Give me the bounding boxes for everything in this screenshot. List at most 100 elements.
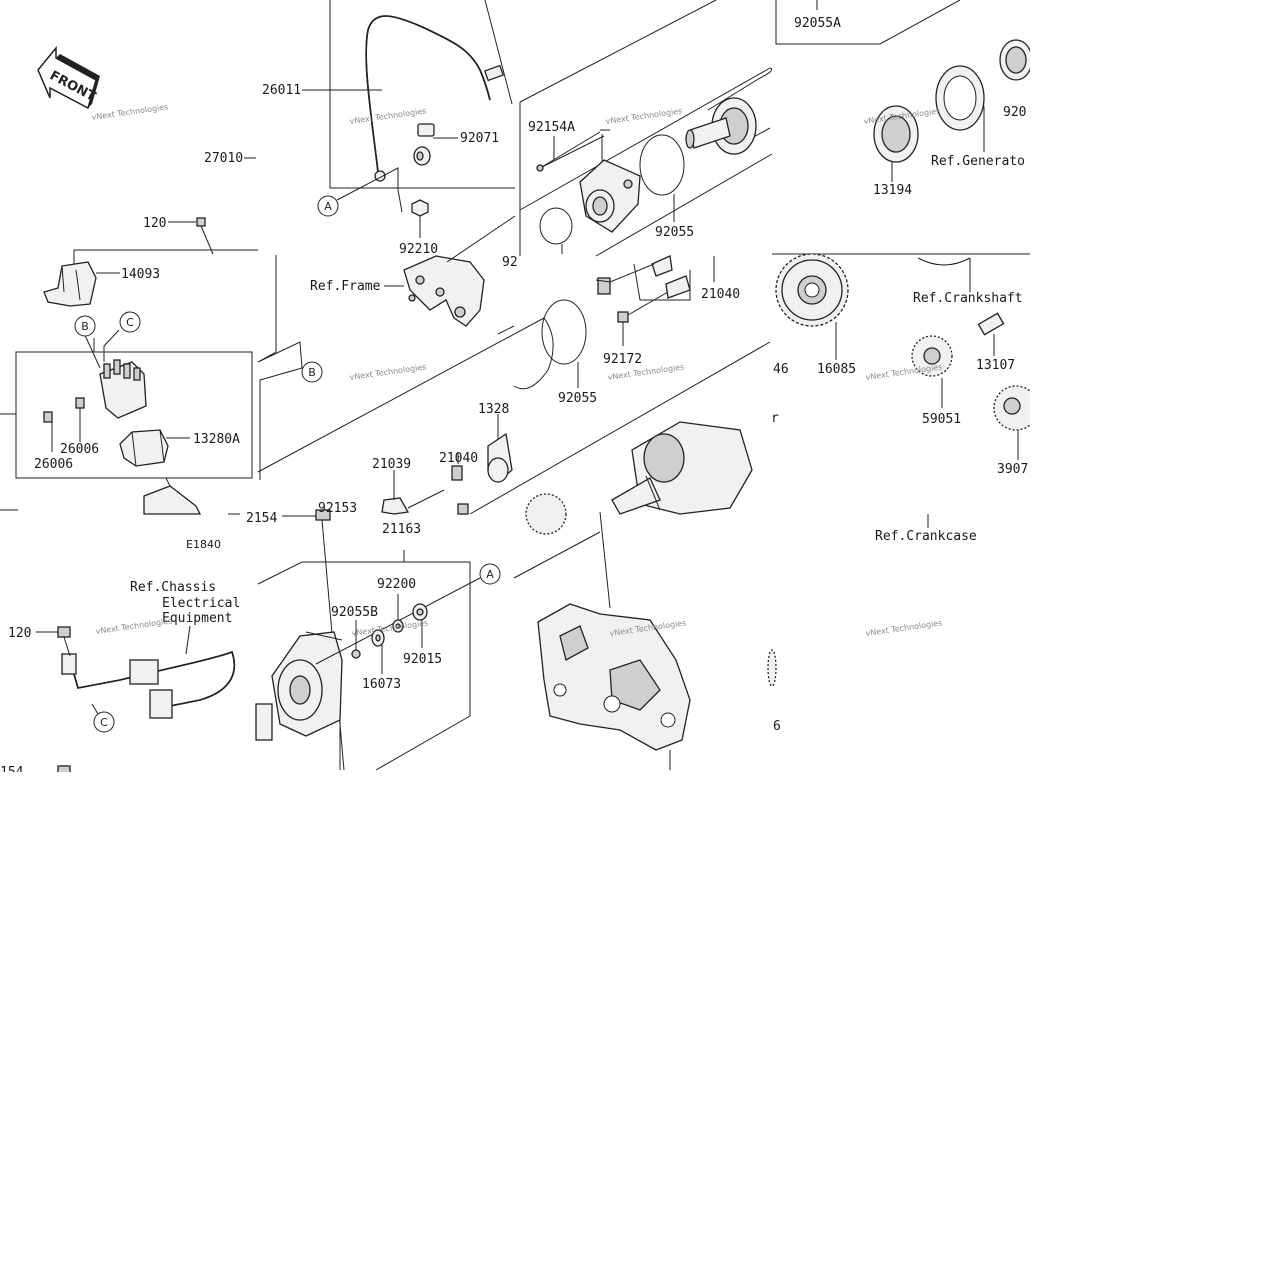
wiring-harness-icon <box>61 650 236 719</box>
callout-a: A <box>317 195 339 217</box>
starter-end-cover-icon <box>579 159 641 233</box>
part-label: 27010 <box>204 151 243 166</box>
watermark: vNext Technologies <box>865 618 943 638</box>
callout-a-label: A <box>324 200 332 213</box>
part-label: 920 <box>1003 105 1026 120</box>
part-label: 16073 <box>362 677 401 692</box>
starter-motor-icon <box>685 97 757 155</box>
part-label: 26011 <box>262 83 301 98</box>
ref-label: Ref.Frame <box>310 279 381 294</box>
part-label: 6 <box>773 719 781 734</box>
starter-idle-gear-icon <box>775 253 849 327</box>
part-label: 92015 <box>403 652 442 667</box>
part-label: 26006 <box>34 457 73 472</box>
part-label: 21039 <box>372 457 411 472</box>
ref-label: Ref.Generato <box>931 154 1025 169</box>
watermark: vNext Technologies <box>349 106 427 126</box>
idle-gear-small-icon <box>911 335 953 377</box>
watermark: vNext Technologies <box>95 616 173 636</box>
o-ring-icon <box>539 207 573 245</box>
watermark: vNext Technologies <box>351 618 429 638</box>
part-label: 92172 <box>603 352 642 367</box>
callout-a-label: A <box>486 568 494 581</box>
crankcase-icon <box>537 603 691 751</box>
part-label: 92071 <box>460 131 499 146</box>
screw-icon <box>315 509 331 521</box>
washer-icon <box>351 649 361 659</box>
watermark: vNext Technologies <box>349 362 427 382</box>
part-label: 3907 <box>997 462 1028 477</box>
ref-label: r <box>771 411 779 426</box>
part-label: 92154A <box>528 120 575 135</box>
part-label: 16085 <box>817 362 856 377</box>
part-label: 26006 <box>60 442 99 457</box>
part-label: 13107 <box>976 358 1015 373</box>
part-label: 13194 <box>873 183 912 198</box>
part-label: 92210 <box>399 242 438 257</box>
part-label: 92 <box>502 255 518 270</box>
watermark: vNext Technologies <box>91 102 169 122</box>
spring-icon <box>451 465 469 515</box>
ref-label: Equipment <box>162 611 232 626</box>
frame-bracket-icon <box>403 255 485 327</box>
ref-label: Electrical <box>162 596 240 611</box>
watermark: vNext Technologies <box>865 362 943 382</box>
part-label: 13280A <box>193 432 240 447</box>
front-arrow-icon: FRONT <box>37 45 100 110</box>
bolt-icon <box>57 626 71 638</box>
cover-housing-icon <box>255 631 343 741</box>
part-label: 2154 <box>246 511 277 526</box>
part-label: 46 <box>773 362 789 377</box>
callout-b-label: B <box>81 320 89 333</box>
washer-icon <box>371 629 385 647</box>
relay-boot-icon <box>119 429 169 467</box>
nut-icon <box>412 603 428 621</box>
gear-icon <box>767 649 777 687</box>
fuse-icon <box>43 397 85 423</box>
bolt-icon <box>196 217 214 255</box>
part-label: 1328 <box>478 402 509 417</box>
ref-label: Ref.Crankshaft <box>913 291 1023 306</box>
diagram-code: E1840 <box>186 538 221 551</box>
part-label: 92200 <box>377 577 416 592</box>
callout-b: B <box>74 315 96 337</box>
brush-holder-icon <box>597 255 691 299</box>
callout-c: C <box>119 311 141 333</box>
shaft-icon <box>977 312 1005 336</box>
callout-b-label: B <box>308 366 316 379</box>
part-label: 59051 <box>922 412 961 427</box>
part-label: 21040 <box>439 451 478 466</box>
part-label: 120 <box>8 626 31 641</box>
screw-icon <box>617 311 629 323</box>
brush-plate-icon <box>487 432 513 483</box>
part-label: 21040 <box>701 287 740 302</box>
callout-b: B <box>301 361 323 383</box>
relay-cover-icon <box>43 261 97 307</box>
o-ring-icon <box>639 134 685 196</box>
battery-cable <box>365 15 491 173</box>
ref-label: Ref.Chassis <box>130 580 216 595</box>
o-ring-icon <box>541 299 587 365</box>
part-label: 14093 <box>121 267 160 282</box>
starter-relay-icon <box>99 359 147 419</box>
part-label: 120 <box>143 216 166 231</box>
terminal-cap-icon <box>413 123 435 166</box>
callout-c-label: C <box>126 316 134 329</box>
part-label: 92055A <box>794 16 841 31</box>
part-label: 92055B <box>331 605 378 620</box>
nut-icon <box>411 199 429 217</box>
ref-label: Ref.Crankcase <box>875 529 977 544</box>
terminal-icon <box>381 497 410 515</box>
part-label: 92153 <box>318 501 357 516</box>
watermark: vNext Technologies <box>605 106 683 126</box>
part-label: 21163 <box>382 522 421 537</box>
callout-c-label: C <box>100 716 108 729</box>
starter-clutch-icon <box>873 39 1033 163</box>
callout-a: A <box>479 563 501 585</box>
part-label: 92055 <box>558 391 597 406</box>
callout-c: C <box>93 711 115 733</box>
part-label: 92055 <box>655 225 694 240</box>
crankshaft-icon <box>525 421 753 535</box>
relay-group-box <box>15 351 253 479</box>
